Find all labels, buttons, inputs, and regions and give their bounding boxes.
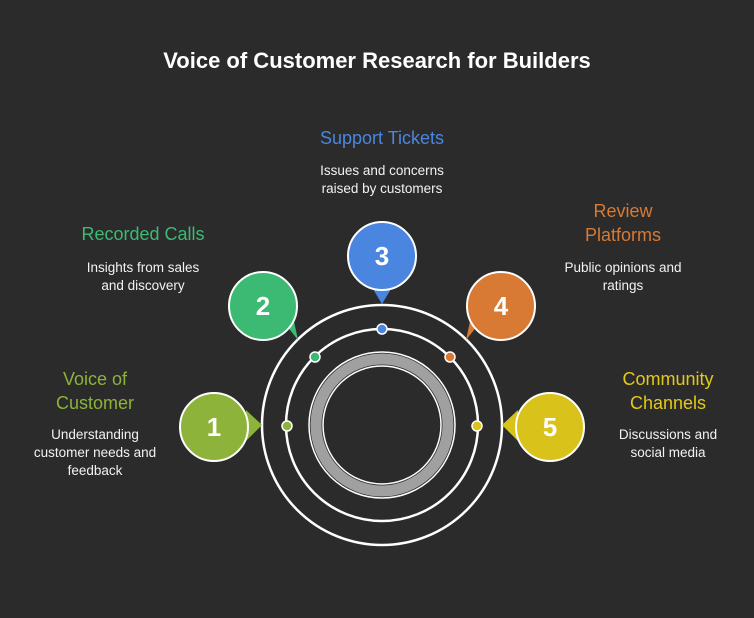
step-3-description: Issues and concerns raised by customers	[320, 163, 444, 196]
step-5-dot	[471, 420, 483, 432]
step-4-bubble: 4	[466, 271, 536, 341]
step-1-bubble: 1	[179, 392, 262, 462]
step-1-heading: Voice of Customer	[55, 369, 135, 413]
step-2-bubble: 2	[228, 271, 298, 341]
step-3-number: 3	[375, 241, 389, 271]
step-4-dot	[444, 351, 456, 363]
step-3-bubble: 3	[347, 221, 417, 304]
step-4-number: 4	[494, 291, 509, 321]
diagram-title: Voice of Customer Research for Builders	[163, 48, 591, 73]
step-5-heading: Community Channels	[622, 369, 714, 413]
center-ring-inner-edge	[322, 365, 442, 485]
step-5-number: 5	[543, 412, 557, 442]
step-3-dot	[376, 323, 388, 335]
step-5-bubble: 5	[502, 392, 585, 462]
step-5-description: Discussions and social media	[618, 427, 718, 460]
step-2-number: 2	[256, 291, 270, 321]
step-1-number: 1	[207, 412, 221, 442]
step-2-description: Insights from sales and discovery	[86, 260, 200, 293]
step-2-heading: Recorded Calls	[81, 224, 205, 244]
center-ring-outer-edge	[308, 351, 456, 499]
outer-ring	[260, 303, 504, 547]
step-1-description: Understanding customer needs and feedbac…	[33, 427, 157, 478]
step-3-heading: Support Tickets	[319, 128, 445, 148]
step-4-description: Public opinions and ratings	[564, 260, 682, 293]
step-4-heading: Review Platforms	[584, 201, 662, 245]
step-2-dot	[309, 351, 321, 363]
center-ring	[310, 353, 454, 497]
step-1-dot	[281, 420, 293, 432]
